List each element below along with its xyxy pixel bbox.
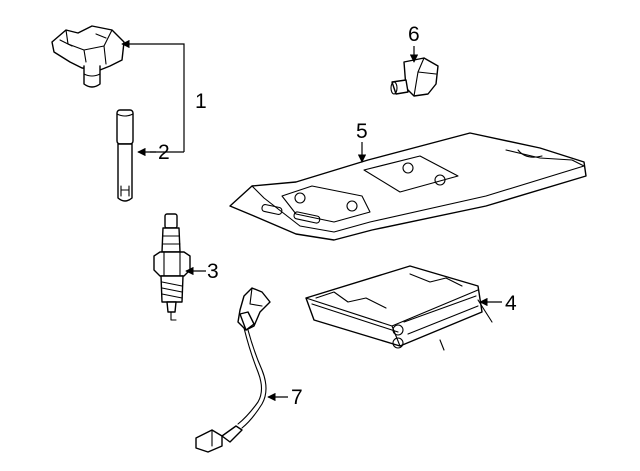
engine-control-module xyxy=(305,265,493,351)
callout-2: 2 xyxy=(158,141,170,164)
callout-5: 5 xyxy=(356,120,368,143)
callout-3: 3 xyxy=(207,260,219,283)
leader-lines xyxy=(121,39,502,402)
ecm-bracket xyxy=(229,132,587,241)
callout-4: 4 xyxy=(505,292,517,315)
callout-6: 6 xyxy=(408,23,420,46)
callout-1: 1 xyxy=(195,90,207,113)
sensor-with-lead xyxy=(195,287,271,453)
spark-plug xyxy=(153,213,191,321)
coil-boot xyxy=(116,109,134,202)
ignition-coil xyxy=(51,25,125,88)
callout-7: 7 xyxy=(291,386,303,409)
sensor xyxy=(390,57,439,97)
